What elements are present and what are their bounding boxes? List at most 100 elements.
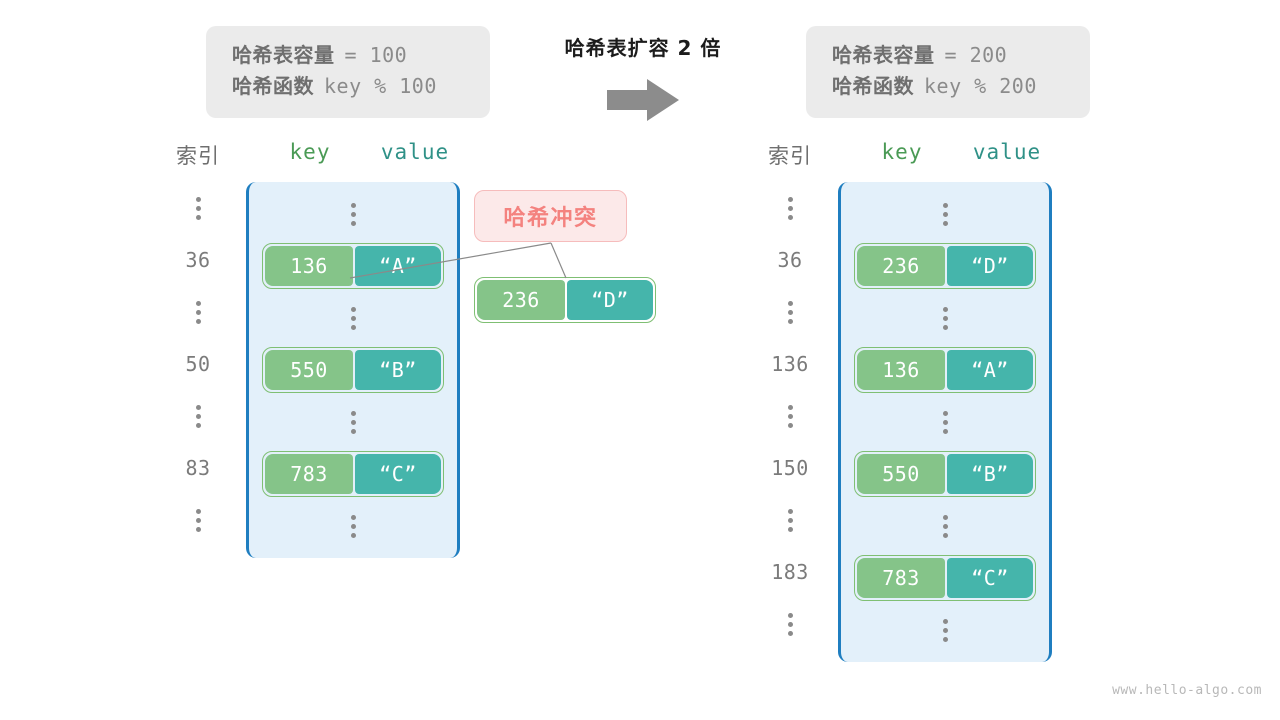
key-value-pair: 236“D” bbox=[854, 243, 1036, 289]
status-badge-hash-collision: 哈希冲突 bbox=[474, 190, 627, 242]
entry-key: 550 bbox=[265, 350, 353, 390]
key-value-pair: 236 “D” bbox=[474, 277, 656, 323]
index-cell bbox=[742, 390, 838, 442]
empty-slot bbox=[841, 500, 1049, 552]
table-row: 550“B” bbox=[249, 344, 457, 396]
empty-slot bbox=[249, 500, 457, 552]
index-cell bbox=[742, 182, 838, 234]
entry-key: 236 bbox=[477, 280, 565, 320]
ellipsis-icon bbox=[942, 410, 948, 434]
function-label: 哈希函数 bbox=[832, 74, 914, 98]
function-value: key % 100 bbox=[324, 74, 437, 98]
index-cell: 136 bbox=[742, 338, 838, 390]
empty-slot bbox=[841, 604, 1049, 656]
capacity-value: = 200 bbox=[944, 43, 1008, 67]
entry-value: “D” bbox=[567, 280, 653, 320]
function-line-before: 哈希函数 key % 100 bbox=[232, 71, 464, 102]
column-headers-after: 索引 key value bbox=[742, 140, 1052, 182]
ellipsis-icon bbox=[195, 196, 201, 220]
empty-slot bbox=[841, 188, 1049, 240]
ellipsis-icon bbox=[350, 410, 356, 434]
function-value: key % 200 bbox=[924, 74, 1037, 98]
index-cell bbox=[150, 182, 246, 234]
empty-slot bbox=[841, 292, 1049, 344]
ellipsis-icon bbox=[942, 618, 948, 642]
header-key-value: key value bbox=[262, 140, 472, 164]
ellipsis-icon bbox=[350, 514, 356, 538]
empty-slot bbox=[249, 292, 457, 344]
entry-key: 136 bbox=[265, 246, 353, 286]
index-cell: 183 bbox=[742, 546, 838, 598]
entry-key: 783 bbox=[265, 454, 353, 494]
index-label: 36 bbox=[777, 248, 803, 272]
table-row: 136“A” bbox=[841, 344, 1049, 396]
right-arrow-icon bbox=[530, 76, 756, 124]
ellipsis-icon bbox=[787, 404, 793, 428]
ellipsis-icon bbox=[195, 508, 201, 532]
hash-table-before: 索引 key value 36 50 83 136“A” 550“B” 783“C” bbox=[150, 140, 460, 558]
index-cell: 50 bbox=[150, 338, 246, 390]
ellipsis-icon bbox=[195, 404, 201, 428]
key-value-pair: 550“B” bbox=[262, 347, 444, 393]
empty-slot bbox=[249, 188, 457, 240]
index-label: 83 bbox=[185, 456, 211, 480]
entry-value: “B” bbox=[355, 350, 441, 390]
header-key: key bbox=[289, 140, 331, 164]
capacity-line-after: 哈希表容量 = 200 bbox=[832, 40, 1064, 71]
colliding-entry: 236 “D” bbox=[474, 277, 656, 323]
entry-value: “A” bbox=[355, 246, 441, 286]
entry-key: 550 bbox=[857, 454, 945, 494]
ellipsis-icon bbox=[787, 508, 793, 532]
function-label: 哈希函数 bbox=[232, 74, 314, 98]
ellipsis-icon bbox=[787, 300, 793, 324]
empty-slot bbox=[841, 396, 1049, 448]
hash-table-info-before: 哈希表容量 = 100 哈希函数 key % 100 bbox=[206, 26, 490, 118]
ellipsis-icon bbox=[942, 514, 948, 538]
index-column-before: 36 50 83 bbox=[150, 182, 246, 558]
slots-column-before: 136“A” 550“B” 783“C” bbox=[246, 182, 460, 558]
capacity-label: 哈希表容量 bbox=[232, 43, 335, 67]
entry-value: “B” bbox=[947, 454, 1033, 494]
function-line-after: 哈希函数 key % 200 bbox=[832, 71, 1064, 102]
capacity-line-before: 哈希表容量 = 100 bbox=[232, 40, 464, 71]
index-label: 150 bbox=[771, 456, 809, 480]
entry-value: “C” bbox=[947, 558, 1033, 598]
slots-column-after: 236“D”136“A”550“B”783“C” bbox=[838, 182, 1052, 662]
header-key: key bbox=[881, 140, 923, 164]
rows-wrap-before: 36 50 83 136“A” 550“B” 783“C” bbox=[150, 182, 460, 558]
ellipsis-icon bbox=[787, 612, 793, 636]
ellipsis-icon bbox=[942, 306, 948, 330]
key-value-pair: 783“C” bbox=[262, 451, 444, 497]
header-index: 索引 bbox=[768, 144, 812, 168]
transform-caption: 哈希表扩容 2 倍 bbox=[564, 36, 722, 60]
index-label: 50 bbox=[185, 352, 211, 376]
index-label: 36 bbox=[185, 248, 211, 272]
entry-key: 136 bbox=[857, 350, 945, 390]
header-key-value: key value bbox=[854, 140, 1064, 164]
index-label: 136 bbox=[771, 352, 809, 376]
index-column-after: 36 136 150 183 bbox=[742, 182, 838, 662]
index-cell bbox=[742, 494, 838, 546]
entry-value: “D” bbox=[947, 246, 1033, 286]
ellipsis-icon bbox=[787, 196, 793, 220]
watermark: www.hello-algo.com bbox=[1112, 683, 1262, 698]
key-value-pair: 136“A” bbox=[854, 347, 1036, 393]
index-cell: 150 bbox=[742, 442, 838, 494]
capacity-label: 哈希表容量 bbox=[832, 43, 935, 67]
table-row: 136“A” bbox=[249, 240, 457, 292]
hash-table-after: 索引 key value 36 136 150 183 236“D” 136“A” 550… bbox=[742, 140, 1052, 662]
table-row: 550“B” bbox=[841, 448, 1049, 500]
empty-slot bbox=[249, 396, 457, 448]
entry-value: “C” bbox=[355, 454, 441, 494]
index-cell bbox=[150, 494, 246, 546]
index-cell: 36 bbox=[150, 234, 246, 286]
index-cell bbox=[150, 390, 246, 442]
header-index: 索引 bbox=[176, 144, 220, 168]
index-cell bbox=[742, 286, 838, 338]
entry-key: 236 bbox=[857, 246, 945, 286]
index-label: 183 bbox=[771, 560, 809, 584]
key-value-pair: 136“A” bbox=[262, 243, 444, 289]
column-headers-before: 索引 key value bbox=[150, 140, 460, 182]
header-value: value bbox=[972, 140, 1042, 164]
